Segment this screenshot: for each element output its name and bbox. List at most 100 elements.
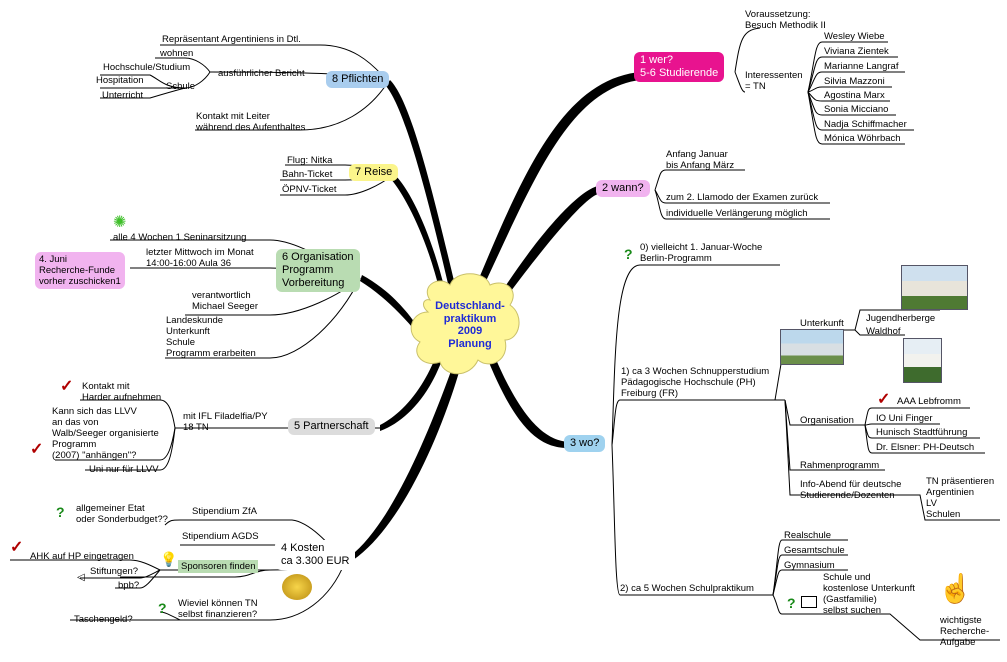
org-item[interactable]: Hunisch Stadtführung [876,427,968,438]
reise-item[interactable]: Bahn-Ticket [282,169,333,180]
branch-4-kosten[interactable]: 4 Kosten ca 3.300 EUR [275,540,356,570]
participant-name[interactable]: Agostina Marx [824,90,885,101]
llvv-line-1: Kann sich das LLVV [52,406,137,417]
branch-8-pflichten[interactable]: 8 Pflichten [326,71,390,88]
kontakt-harder[interactable]: Kontakt mit Harder aufnehmen [82,381,161,403]
question-icon: ? [787,595,796,611]
llvv-line-5: (2007) "anhängen"? [52,450,137,461]
branch-3-wo[interactable]: 3 wo? [564,435,606,452]
kontakt-leiter[interactable]: Kontakt mit Leiter während des Aufenthal… [196,111,305,133]
wann-item[interactable]: Anfang Januar bis Anfang März [666,149,734,171]
info-abend-line-1: Info-Abend für deutsche [800,479,902,490]
branch-1-label-2: 5-6 Studierende [640,67,719,79]
llvv-question[interactable]: Kann sich das LLVV an das von Walb/Seege… [52,406,159,461]
branch-7-reise[interactable]: 7 Reise [349,164,399,181]
ausfuehrlicher-bericht[interactable]: ausführlicher Bericht [218,68,305,79]
stiftungen[interactable]: Stiftungen? [90,566,139,577]
branch-connector-b2 [490,186,598,314]
reise-item[interactable]: ÖPNV-Ticket [282,184,337,195]
info-abend[interactable]: Info-Abend für deutsche Studierende/Doze… [800,479,901,501]
org-item[interactable]: IO Uni Finger [876,413,933,424]
branch-2-wann[interactable]: 2 wann? [596,180,650,197]
option-2[interactable]: 2) ca 5 Wochen Schulpraktikum [620,583,754,594]
organisation[interactable]: Organisation [800,415,854,426]
lk-line-2: Unterkunft [166,326,210,337]
schule-unterkunft-line-3: (Gastfamilie) [823,594,877,605]
org-item[interactable]: Dr. Elsner: PH-Deutsch [876,442,975,453]
option-0[interactable]: 0) vielleicht 1. Januar-Woche Berlin-Pro… [640,242,762,264]
ahk-eingetragen[interactable]: AHK auf HP eingetragen [30,551,134,562]
checkmark-icon: ✓ [60,378,74,395]
taschengeld[interactable]: Taschengeld? [74,614,133,625]
branch-4-label-1: 4 Kosten [281,542,325,554]
hostel-photo-icon [901,265,968,310]
branch-5-partnerschaft[interactable]: 5 Partnerschaft [288,418,375,435]
branch-connector-b7 [391,175,445,292]
seminarsitzung[interactable]: alle 4 Wochen 1 Seninarsitzung [113,232,247,243]
recherche-aufgabe[interactable]: wichtigste Recherche- Aufgabe [940,615,989,648]
etat[interactable]: allgemeiner Etat oder Sonderbudget?? [76,503,168,525]
wann-item[interactable]: zum 2. Llamodo der Examen zurück [666,192,819,203]
hochschule-studium[interactable]: Hochschule/Studium [103,62,191,73]
coins-icon [282,574,312,600]
participant-name[interactable]: Nadja Schiffmacher [824,119,907,130]
etat-line-2: oder Sonderbudget?? [76,514,168,525]
tn-finanzieren[interactable]: Wieviel können TN selbst finanzieren? [178,598,258,620]
ifl-filadelfia[interactable]: mit IFL Filadelfia/PY 18 TN [183,411,268,433]
info-abend-line-2: Studierende/Dozenten [800,490,895,501]
stipendium-agds[interactable]: Stipendium AGDS [182,531,259,542]
schule[interactable]: Schule [166,81,196,92]
wann-item[interactable]: individuelle Verlängerung möglich [666,208,808,219]
participant-name[interactable]: Sonia Micciano [824,104,889,115]
reise-item[interactable]: Flug: Nitka [287,155,333,166]
landeskunde-list[interactable]: Landeskunde Unterkunft Schule Programm e… [166,315,256,359]
kontakt-harder-line-2: Harder aufnehmen [82,392,162,403]
school-type[interactable]: Realschule [784,530,831,541]
interessenten-line-1: Interessenten [745,70,803,81]
participant-name[interactable]: Mónica Wöhrbach [824,133,901,144]
juni-recherche[interactable]: 4. Juni Recherche-Funde vorher zuschicke… [35,252,125,289]
interessenten[interactable]: Interessenten = TN [745,70,803,92]
central-topic[interactable]: Deutschland- praktikum 2009 Planung [420,300,520,350]
school-type[interactable]: Gymnasium [784,560,835,571]
question-icon: ? [158,600,167,616]
rahmenprogramm[interactable]: Rahmenprogramm [800,460,880,471]
letzter-mittwoch[interactable]: letzter Mittwoch im Monat 14:00-16:00 Au… [146,247,254,269]
uni-llvv[interactable]: Uni nur für LLVV [89,464,159,475]
repraesentant[interactable]: Repräsentant Argentiniens in Dtl. [162,34,301,45]
tn-praesentieren[interactable]: TN präsentieren Argentinien LV Schulen [926,476,994,520]
verantwortlich[interactable]: verantwortlich Michael Seeger [192,290,258,312]
branch-6-organisation[interactable]: 6 Organisation Programm Vorbereitung [276,249,360,292]
school-type[interactable]: Gesamtschule [784,545,845,556]
lightbulb-icon: 💡 [160,551,178,567]
option-1[interactable]: 1) ca 3 Wochen Schnupperstudium Pädagogi… [621,366,769,399]
central-topic-line-2: praktikum [443,312,497,325]
kontakt-leiter-line-2: während des Aufenthaltes [196,122,306,133]
mittwoch-line-1: letzter Mittwoch im Monat [146,247,254,258]
wohnen[interactable]: wohnen [160,48,194,59]
checkmark-icon: ✓ [10,539,24,556]
voraussetzung[interactable]: Voraussetzung: Besuch Methodik II [745,9,826,31]
schule-unterkunft-line-4: selbst suchen [823,605,882,616]
org-item[interactable]: AAA Lebfromm [897,396,961,407]
waldhof[interactable]: Waldhof [866,326,901,337]
bpb[interactable]: bpb? [118,580,140,591]
participant-name[interactable]: Wesley Wiebe [824,31,885,42]
sponsoren-finden[interactable]: Sponsoren finden [178,560,259,573]
lk-line-4: Programm erarbeiten [166,348,256,359]
schule-unterkunft[interactable]: Schule und kostenlose Unterkunft (Gastfa… [823,572,915,616]
wann-item-line-1: Anfang Januar [666,149,728,160]
participant-name[interactable]: Silvia Mazzoni [824,76,885,87]
branch-1-wer[interactable]: 1 wer? 5-6 Studierende [634,52,725,82]
hospitation[interactable]: Hospitation [96,75,144,86]
participant-name[interactable]: Viviana Zientek [824,46,889,57]
recherche-line-1: wichtigste [940,615,982,626]
branch-connector-b4 [343,360,462,566]
stipendium-zfa[interactable]: Stipendium ZfA [192,506,257,517]
participant-name[interactable]: Marianne Langraf [824,61,899,72]
llvv-line-4: Programm [52,439,97,450]
unterricht[interactable]: Unterricht [102,90,144,101]
schule-unterkunft-line-2: kostenlose Unterkunft [823,583,915,594]
unterkunft[interactable]: Unterkunft [800,318,844,329]
jugendherberge[interactable]: Jugendherberge [866,313,936,324]
